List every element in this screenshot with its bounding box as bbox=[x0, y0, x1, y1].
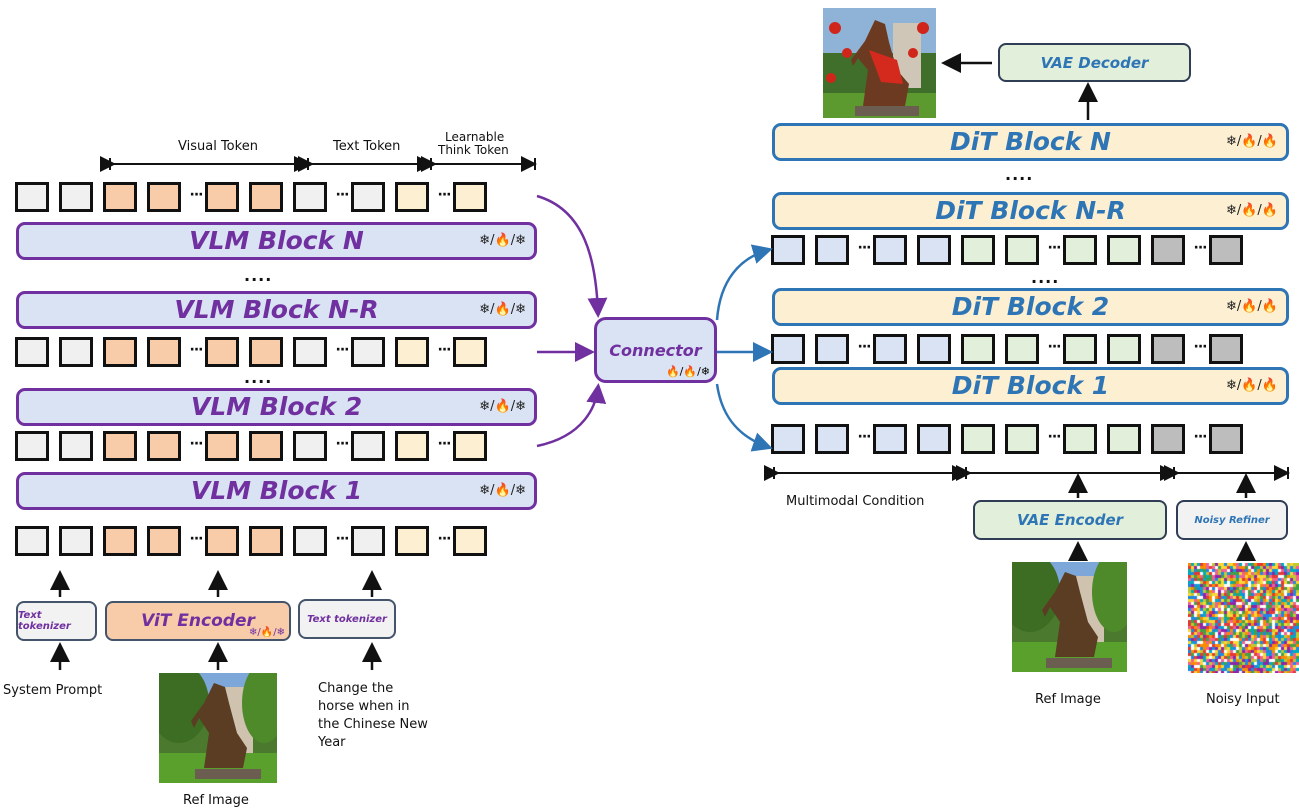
dit-token-span-brackets bbox=[774, 467, 1288, 479]
dit-arrows bbox=[946, 63, 1246, 561]
input-arrows-left bbox=[60, 575, 372, 670]
token-span-brackets bbox=[110, 158, 535, 170]
connector-to-dit-arrows bbox=[717, 250, 768, 447]
vlm-to-connector-arrows bbox=[537, 196, 598, 446]
